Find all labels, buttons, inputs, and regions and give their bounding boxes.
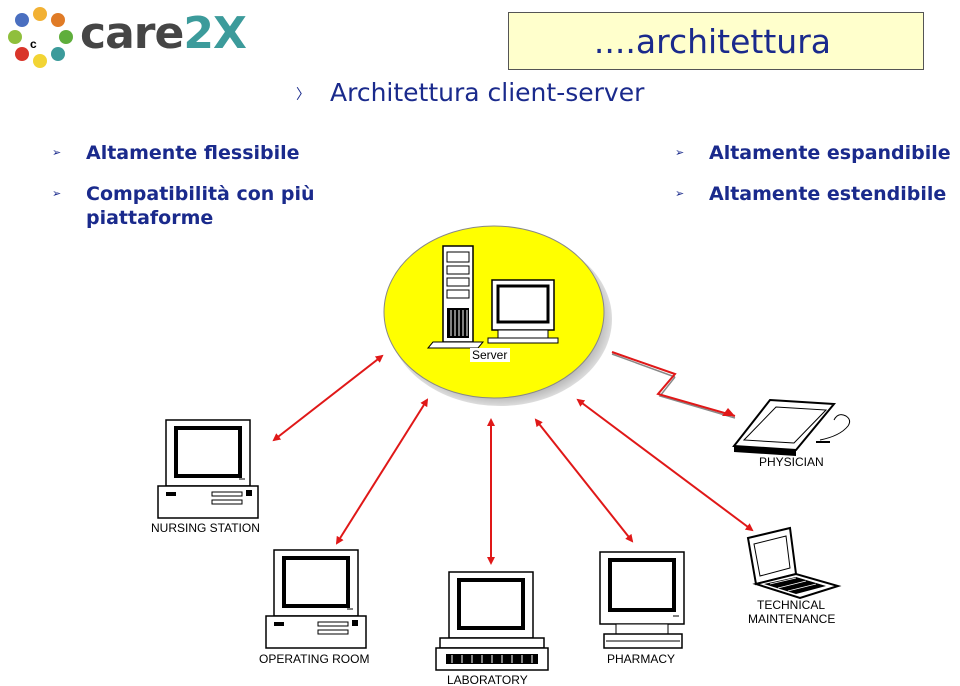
chevron-right-icon: 〉 bbox=[296, 87, 310, 103]
bullet-text: Altamente espandibile bbox=[709, 142, 951, 164]
link-arrow-technical bbox=[576, 398, 754, 532]
label-nursing-station: NURSING STATION bbox=[151, 521, 260, 535]
wireless-link-icon bbox=[611, 351, 736, 419]
link-arrow-nursing bbox=[272, 354, 384, 442]
subtitle: Architettura client-server bbox=[330, 78, 645, 107]
operating-workstation-icon bbox=[265, 549, 367, 649]
arrowhead-bullet-icon: ➢ bbox=[675, 146, 685, 159]
physician-tablet-icon bbox=[732, 398, 851, 456]
arrowhead-bullet-icon: ➢ bbox=[52, 146, 62, 159]
bullet-text-continued: piattaforme bbox=[86, 207, 214, 229]
label-physician: PHYSICIAN bbox=[759, 455, 824, 469]
laboratory-workstation-icon bbox=[435, 571, 549, 671]
bullet-text: Compatibilità con più bbox=[86, 183, 315, 205]
bullet-right-2: ➢ Altamente estendibile bbox=[675, 182, 947, 206]
title-box: ....architettura bbox=[508, 12, 924, 70]
bullet-text: Altamente flessibile bbox=[86, 142, 300, 164]
page-title: ....architettura bbox=[593, 22, 831, 61]
pharmacy-workstation-icon bbox=[599, 551, 685, 649]
logo-number: 2X bbox=[183, 8, 247, 59]
nursing-workstation-icon bbox=[157, 419, 259, 519]
label-maintenance: MAINTENANCE bbox=[748, 612, 835, 626]
label-laboratory: LABORATORY bbox=[447, 673, 528, 686]
arrowhead-bullet-icon: ➢ bbox=[52, 187, 62, 200]
server-monitor-icon bbox=[487, 279, 559, 344]
label-pharmacy: PHARMACY bbox=[607, 652, 675, 666]
care2x-logo: c care2X bbox=[4, 4, 254, 70]
server-label: Server bbox=[472, 348, 507, 362]
arrowhead-bullet-icon: ➢ bbox=[675, 187, 685, 200]
label-operating-room: OPERATING ROOM bbox=[259, 652, 369, 666]
server-label-bg bbox=[470, 348, 510, 362]
server-tower-icon bbox=[426, 245, 485, 349]
bullet-text: Altamente estendibile bbox=[709, 183, 947, 205]
bullet-left-2: ➢ Compatibilità con più piattaforme bbox=[52, 182, 315, 230]
logo-dots-icon: c bbox=[8, 7, 73, 68]
bullet-right-1: ➢ Altamente espandibile bbox=[675, 141, 951, 165]
link-arrow-pharmacy bbox=[534, 418, 634, 543]
link-arrow-operating bbox=[335, 398, 429, 545]
technical-laptop-icon bbox=[746, 526, 842, 600]
label-technical: TECHNICAL bbox=[757, 598, 825, 612]
svg-text:c: c bbox=[30, 37, 37, 51]
bullet-left-1: ➢ Altamente flessibile bbox=[52, 141, 300, 165]
logo-word: care bbox=[80, 8, 184, 59]
